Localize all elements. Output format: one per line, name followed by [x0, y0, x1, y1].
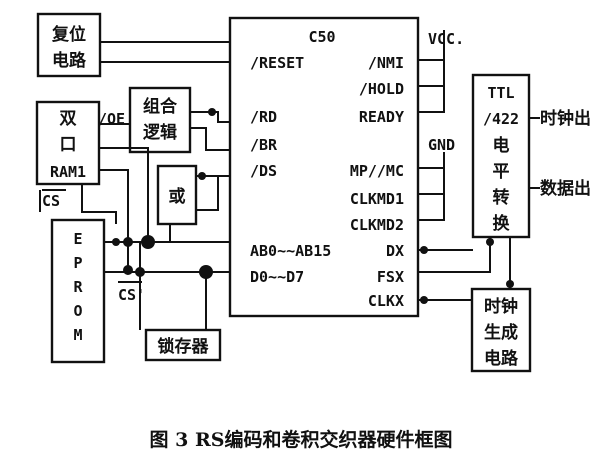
pin-br: /BR	[250, 136, 278, 154]
clkgen-label-line3: 电路	[484, 348, 519, 369]
ram-label-line3: RAM1	[50, 163, 86, 181]
c50-title: C50	[308, 28, 335, 46]
latch-block: 锁存器	[144, 328, 222, 362]
eprom-letter-p: P	[73, 254, 82, 272]
vcc-label: VCC.	[428, 30, 464, 48]
eprom-letter-m: M	[73, 326, 82, 344]
pin-nmi: /NMI	[368, 54, 404, 72]
pin-ds: /DS	[250, 162, 277, 180]
ttl-label-line4: 平	[493, 162, 510, 182]
logic-label-line2: 逻辑	[143, 122, 177, 143]
logic-label-line1: 组合	[143, 96, 178, 117]
data-out-label: 数据出	[540, 178, 591, 199]
oe-label: /OE	[98, 110, 125, 128]
clkgen-label-line2: 生成	[484, 322, 518, 343]
clkgen-label-line1: 时钟	[484, 296, 518, 317]
pin-reset: /RESET	[250, 54, 304, 72]
pin-ready: READY	[359, 108, 404, 126]
c50-dsp-block: C50 /RESET /NMI /HOLD /RD READY /BR /DS …	[228, 16, 420, 318]
ttl-label-line6: 换	[493, 213, 511, 234]
ttl-422-converter-block: TTL /422 电 平 转 换	[471, 73, 531, 239]
ttl-label-line3: 电	[493, 135, 510, 156]
pin-clkx: CLKX	[368, 292, 404, 310]
junction-dots	[112, 108, 514, 304]
figure-caption: 图 3 RS编码和卷积交织器硬件框图	[150, 428, 453, 451]
reset-label-line1: 复位	[51, 24, 86, 45]
ttl-label-line5: 转	[493, 187, 510, 208]
eprom-letter-e: E	[73, 230, 82, 248]
pin-hold: /HOLD	[359, 80, 404, 98]
cs-prime-label: CS'	[118, 286, 145, 304]
clock-out-label: 时钟出	[540, 108, 591, 129]
eprom-letter-o: O	[73, 302, 82, 320]
pin-clkmd2: CLKMD2	[350, 216, 404, 234]
ram-label-line1: 双	[60, 109, 77, 129]
ram-label-line2: 口	[60, 135, 77, 155]
pin-fsx: FSX	[377, 268, 404, 286]
or-gate-label: 或	[169, 186, 186, 207]
cs-label: CS	[42, 192, 60, 210]
or-gate-block: 或	[156, 164, 198, 226]
pin-rd: /RD	[250, 108, 277, 126]
combinational-logic-block: 组合 逻辑	[128, 86, 192, 154]
reset-circuit-block: 复位 电路	[36, 12, 102, 78]
eprom-block: E P R O M	[50, 218, 106, 364]
eprom-letter-r: R	[73, 278, 83, 296]
reset-label-line2: 电路	[52, 50, 87, 71]
latch-label: 锁存器	[158, 336, 210, 357]
pin-mpmc: MP//MC	[350, 162, 404, 180]
pin-clkmd1: CLKMD1	[350, 190, 404, 208]
clock-gen-circuit-block: 时钟 生成 电路	[470, 287, 532, 373]
gnd-label: GND	[428, 136, 455, 154]
ttl-label-line1: TTL	[487, 84, 514, 102]
dual-port-ram-block: 双 口 RAM1	[35, 100, 101, 186]
pin-d: D0~~D7	[250, 268, 304, 286]
pin-ab: AB0~~AB15	[250, 242, 331, 260]
ttl-label-line2: /422	[483, 110, 519, 128]
pin-dx: DX	[386, 242, 404, 260]
